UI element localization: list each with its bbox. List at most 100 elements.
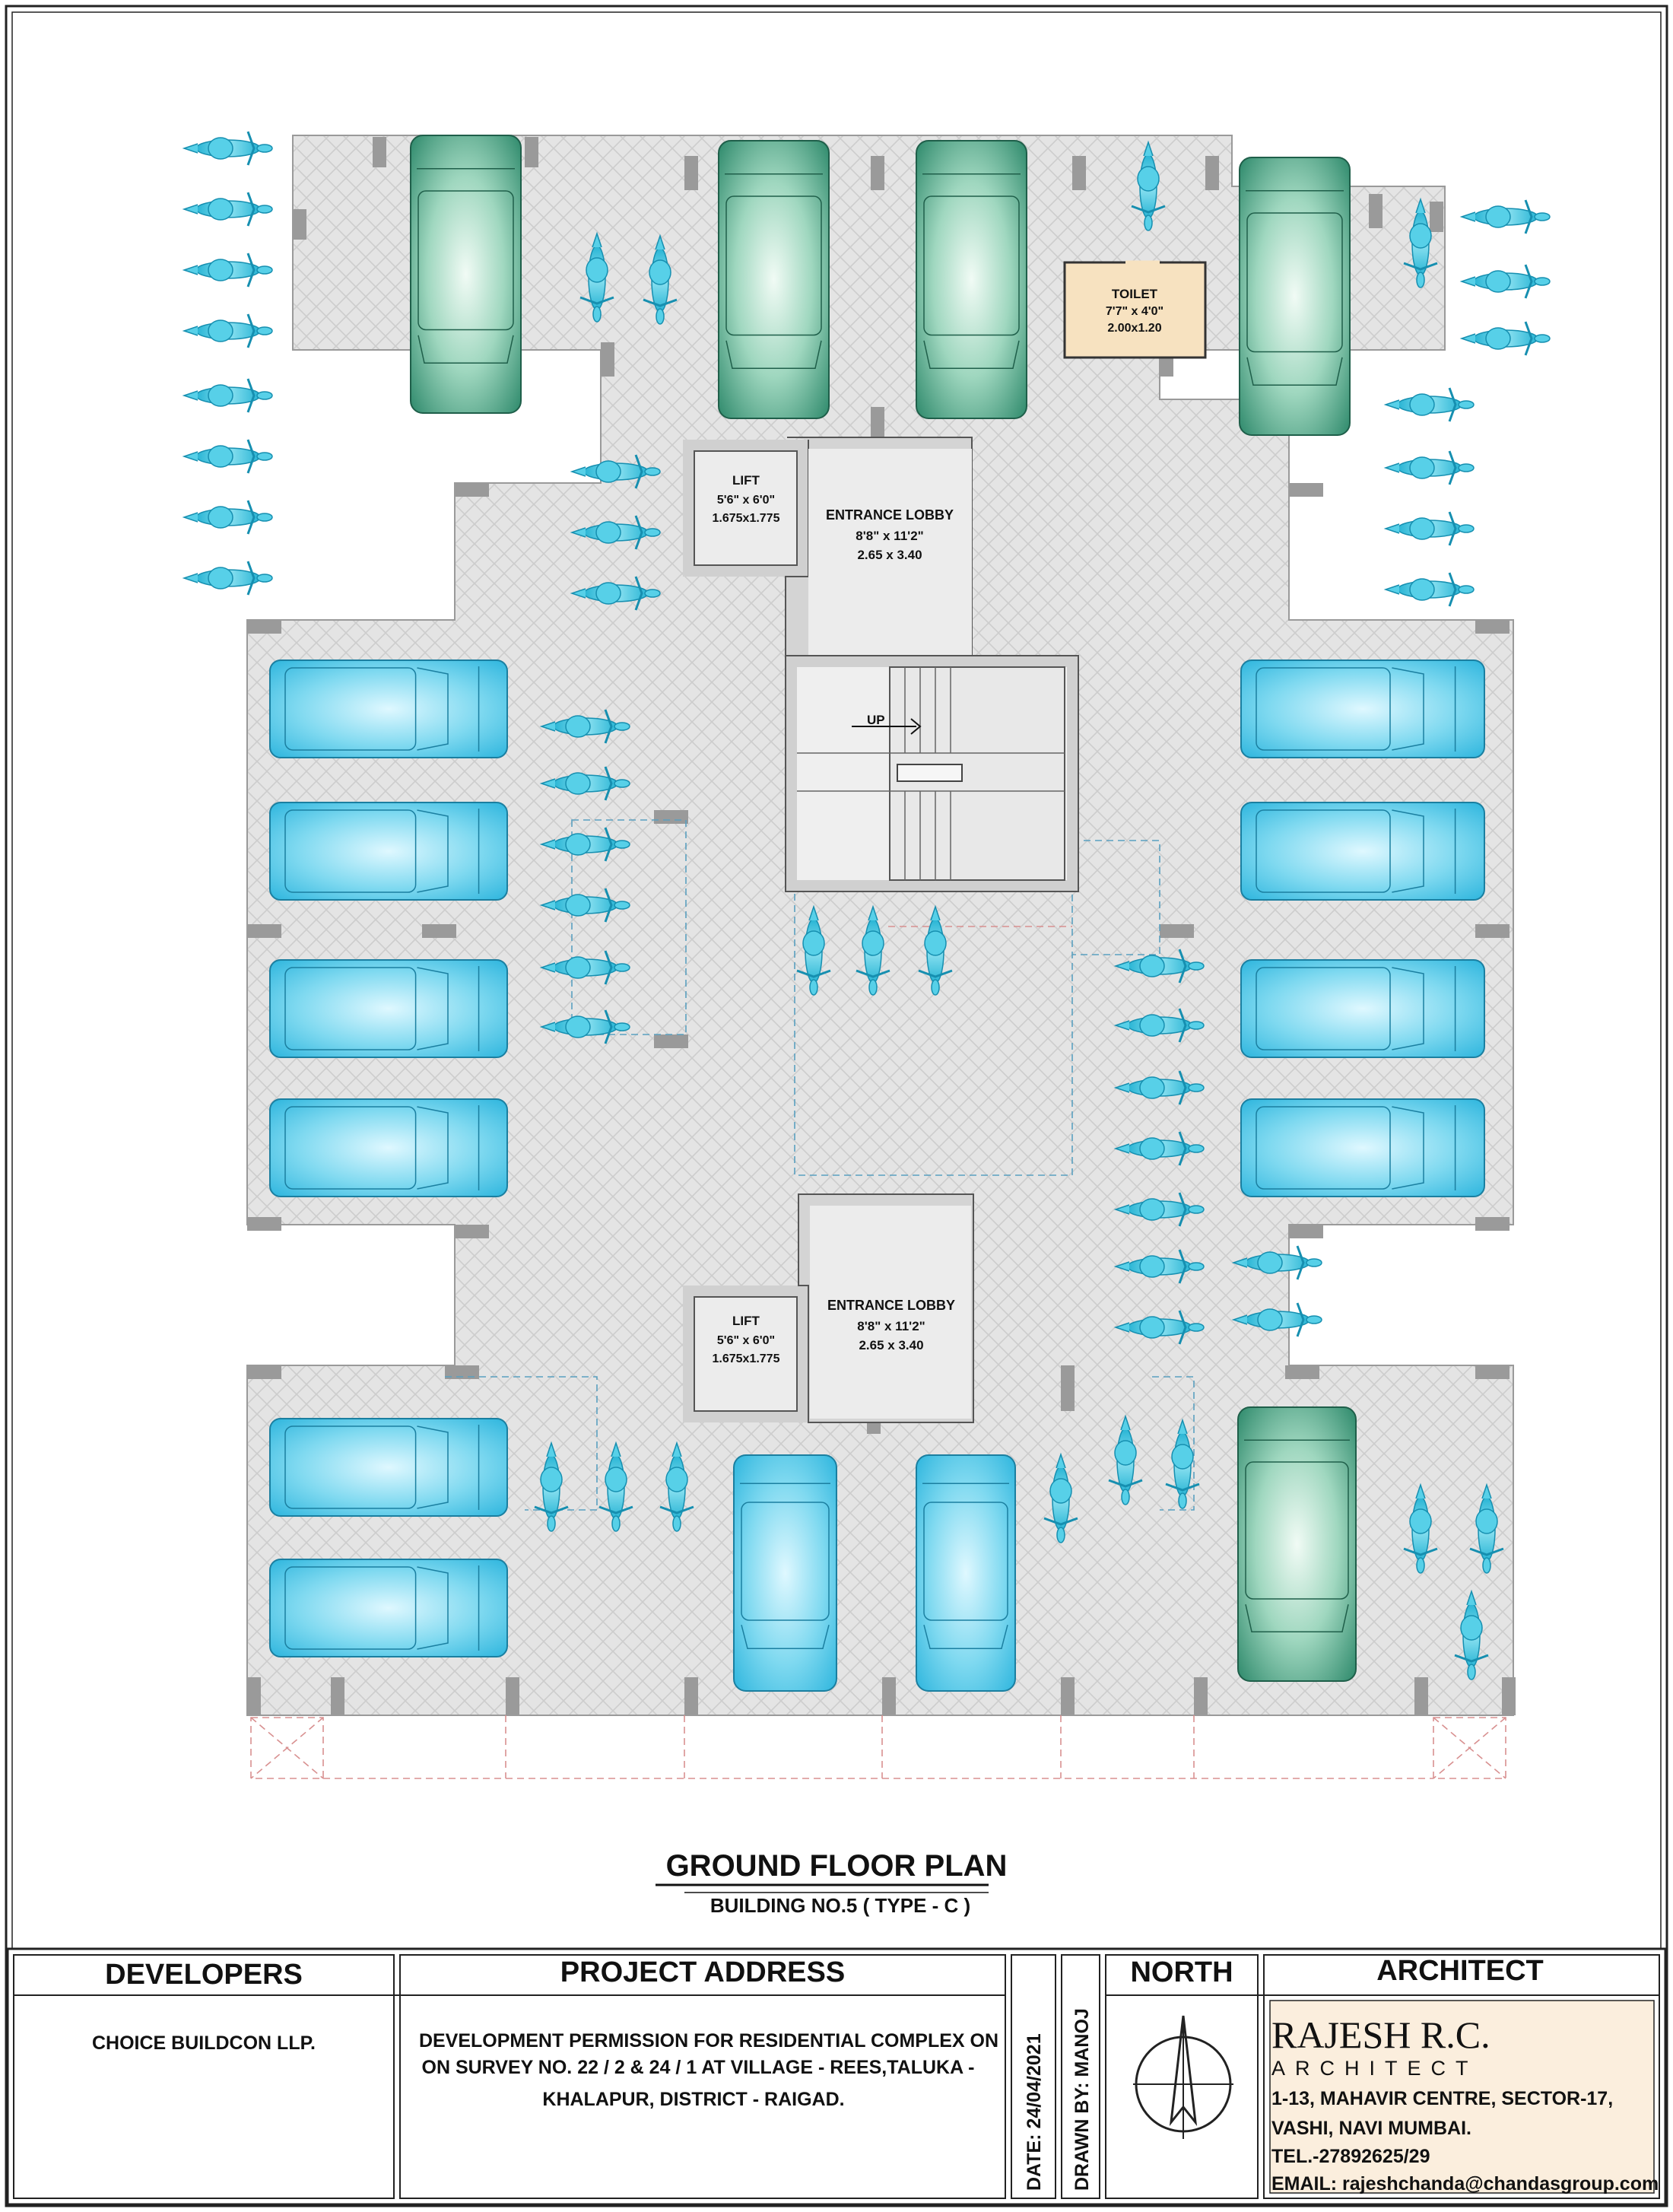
- motorbike-4: [182, 378, 273, 413]
- motorbike-44: [1108, 1414, 1143, 1505]
- motorbike-16: [643, 234, 678, 325]
- motorbike-36: [1113, 1249, 1205, 1284]
- motorbike-31: [1113, 949, 1205, 984]
- motorbike-19: [570, 454, 661, 489]
- developers-heading: DEVELOPERS: [105, 1959, 303, 1991]
- motorbike-34: [1113, 1131, 1205, 1166]
- motorbike-8: [1459, 199, 1551, 234]
- developers-name: CHOICE BUILDCON LLP.: [92, 2032, 316, 2054]
- toilet-name: TOILET: [1112, 287, 1158, 301]
- motorbike-18: [1403, 197, 1438, 288]
- car-0: [410, 135, 522, 414]
- architect-address-1: 1-13, MAHAVIR CENTRE, SECTOR-17,: [1271, 2088, 1613, 2109]
- motorbike-25: [539, 888, 630, 923]
- motorbike-20: [570, 515, 661, 550]
- address-line-2: ON SURVEY NO. 22 / 2 & 24 / 1 AT VILLAGE…: [422, 2057, 975, 2078]
- car-3: [1239, 157, 1351, 436]
- motorbike-24: [539, 827, 630, 862]
- north-heading: NORTH: [1130, 1956, 1233, 1988]
- motorbike-15: [579, 231, 614, 323]
- lift-top: LIFT 5'6" x 6'0" 1.675x1.775: [683, 440, 808, 577]
- car-13: [269, 1559, 508, 1657]
- motorbike-23: [539, 766, 630, 801]
- motorbike-11: [1383, 387, 1475, 422]
- lobby-top-name: ENTRANCE LOBBY: [826, 507, 954, 523]
- car-1: [718, 140, 830, 419]
- north-arrow-icon: [1133, 2015, 1233, 2139]
- motorbike-45: [1165, 1418, 1200, 1509]
- motorbike-30: [918, 904, 953, 996]
- entrance-lobby-bottom: ENTRANCE LOBBY 8'8" x 11'2" 2.65 x 3.40: [798, 1193, 974, 1423]
- motorbike-46: [1403, 1483, 1438, 1574]
- architect-name: RAJESH R.C.: [1271, 2013, 1490, 2056]
- motorbike-2: [182, 253, 273, 288]
- motorbike-13: [1383, 511, 1475, 546]
- motorbike-29: [856, 904, 890, 996]
- car-8: [1240, 659, 1485, 758]
- car-15: [916, 1454, 1016, 1692]
- motorbike-9: [1459, 264, 1551, 299]
- drawing-title: GROUND FLOOR PLAN BUILDING NO.5 ( TYPE -…: [656, 1849, 1007, 1917]
- motorbike-3: [182, 313, 273, 348]
- car-16: [1237, 1406, 1357, 1682]
- architect-phone: TEL.-27892625/29: [1271, 2146, 1430, 2167]
- sheet-border: [5, 5, 1668, 2207]
- stair-up-label: UP: [867, 713, 885, 727]
- motorbike-41: [598, 1441, 633, 1532]
- motorbike-22: [539, 709, 630, 744]
- motorbike-7: [182, 561, 273, 596]
- title-block: DEVELOPERS CHOICE BUILDCON LLP. PROJECT …: [6, 1947, 1667, 2206]
- lobby-top-size-ft: 8'8" x 11'2": [856, 529, 923, 543]
- project-address-heading: PROJECT ADDRESS: [560, 1956, 845, 1988]
- lift-bottom-size-m: 1.675x1.775: [713, 1352, 780, 1365]
- lift-top-size-ft: 5'6" x 6'0": [717, 494, 775, 507]
- motorbike-5: [182, 439, 273, 474]
- car-14: [733, 1454, 837, 1692]
- motorbike-1: [182, 192, 273, 227]
- lobby-bottom-name: ENTRANCE LOBBY: [827, 1298, 955, 1313]
- motorbike-35: [1113, 1192, 1205, 1227]
- motorbike-27: [539, 1009, 630, 1044]
- motorbike-10: [1459, 321, 1551, 356]
- address-line-1: DEVELOPMENT PERMISSION FOR RESIDENTIAL C…: [419, 2030, 998, 2052]
- lift-top-size-m: 1.675x1.775: [713, 512, 780, 525]
- car-12: [269, 1418, 508, 1517]
- lobby-bottom-size-m: 2.65 x 3.40: [859, 1338, 923, 1352]
- plan-title: GROUND FLOOR PLAN: [666, 1849, 1008, 1883]
- motorbike-14: [1383, 572, 1475, 607]
- lift-top-name: LIFT: [732, 473, 760, 488]
- plan-subtitle: BUILDING NO.5 ( TYPE - C ): [710, 1894, 970, 1917]
- car-6: [269, 959, 508, 1058]
- motorbike-40: [534, 1441, 569, 1532]
- car-11: [1240, 1098, 1485, 1197]
- architect-email: EMAIL: rajeshchanda@chandasgroup.com: [1271, 2173, 1659, 2195]
- lift-bottom-size-ft: 5'6" x 6'0": [717, 1334, 775, 1347]
- car-10: [1240, 959, 1485, 1058]
- motorbike-26: [539, 950, 630, 985]
- entrance-lobby-top: ENTRANCE LOBBY 8'8" x 11'2" 2.65 x 3.40: [785, 437, 973, 662]
- motorbike-47: [1469, 1483, 1504, 1574]
- drawing-date: DATE: 24/04/2021: [1024, 2033, 1045, 2191]
- motorbike-42: [659, 1441, 694, 1532]
- lift-bottom: LIFT 5'6" x 6'0" 1.675x1.775: [683, 1286, 808, 1422]
- motorbike-32: [1113, 1008, 1205, 1043]
- toilet: TOILET 7'7" x 4'0" 2.00x1.20: [1063, 260, 1207, 359]
- lift-bottom-name: LIFT: [732, 1314, 760, 1328]
- motorbike-39: [1231, 1302, 1322, 1337]
- motorbike-0: [182, 131, 273, 166]
- motorbike-43: [1043, 1452, 1078, 1543]
- staircase: UP: [785, 655, 1079, 892]
- car-4: [269, 659, 508, 758]
- drawn-by: DRAWN BY: MANOJ: [1071, 2008, 1093, 2191]
- motorbike-21: [570, 576, 661, 611]
- motorbike-48: [1454, 1589, 1489, 1680]
- architect-subtitle: ARCHITECT: [1271, 2057, 1478, 2080]
- address-line-3: KHALAPUR, DISTRICT - RAIGAD.: [542, 2089, 844, 2110]
- motorbike-33: [1113, 1070, 1205, 1105]
- car-9: [1240, 802, 1485, 901]
- motorbike-37: [1113, 1310, 1205, 1345]
- motorbike-6: [182, 500, 273, 535]
- motorbike-38: [1231, 1245, 1322, 1280]
- car-5: [269, 802, 508, 901]
